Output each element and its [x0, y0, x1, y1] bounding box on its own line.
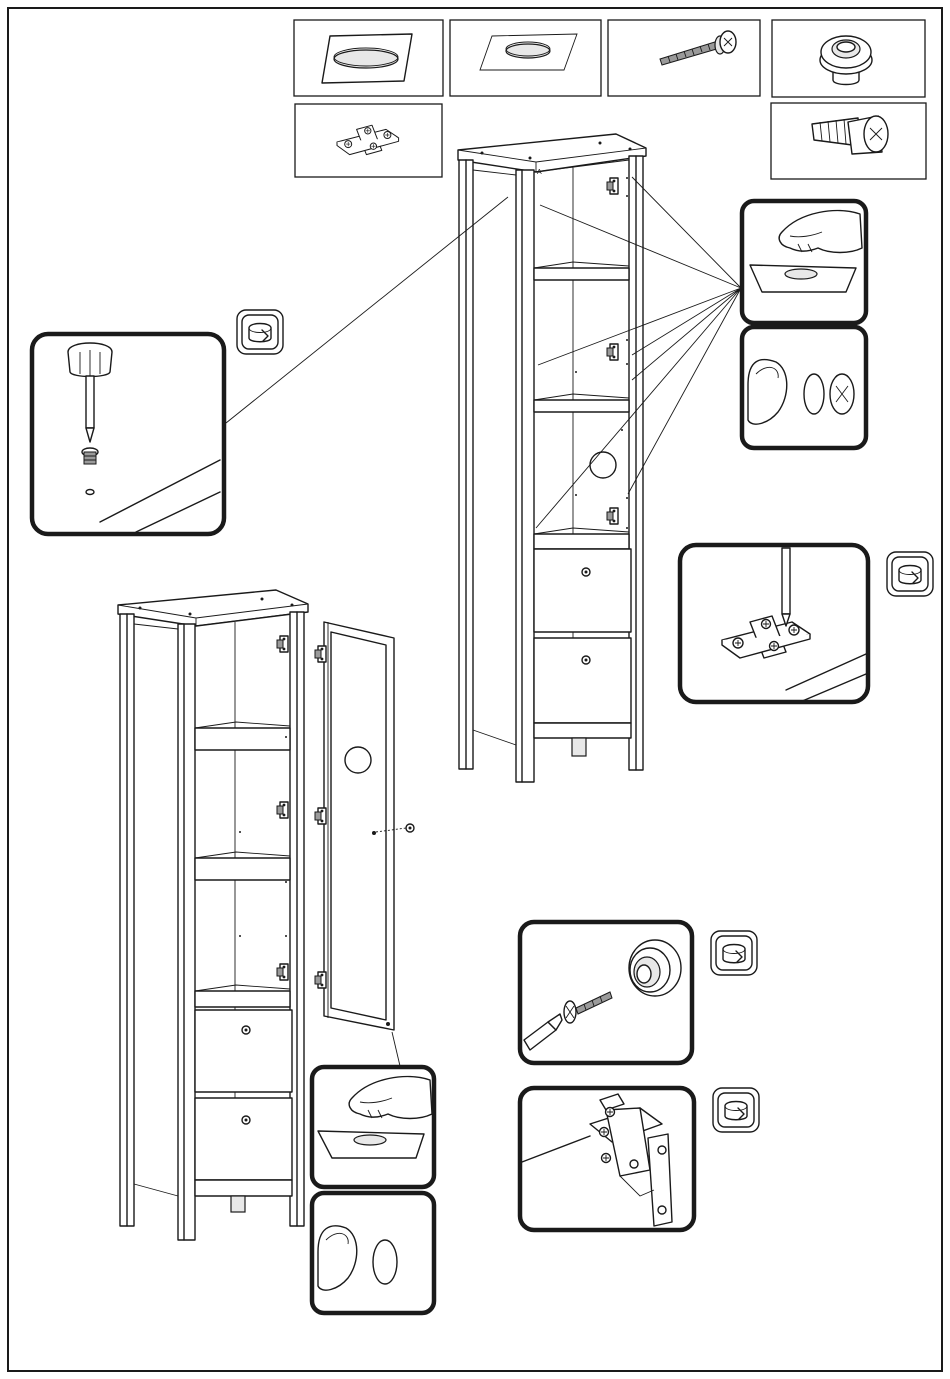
inset-knob-mounting [520, 922, 692, 1063]
manual-tool-icon [887, 552, 933, 596]
inset-door-cover-cap-peel [312, 1067, 434, 1187]
panel-marker: A [537, 169, 542, 176]
cabinet-door [315, 622, 414, 1030]
part-cover-cap-large [294, 20, 443, 96]
inset-door-cover-cap-apply [312, 1193, 434, 1313]
knob-icon [629, 940, 681, 996]
inset-hinge-adjust [520, 1088, 694, 1230]
inset-cover-cap-apply [742, 327, 866, 448]
screwdriver-icon [782, 548, 790, 626]
part-knob-screw [608, 20, 760, 96]
part-knob [772, 20, 925, 97]
manual-tool-icon [711, 931, 757, 975]
manual-tool-icon [713, 1088, 759, 1132]
part-euro-screw [771, 103, 926, 179]
inset-cover-cap-peel [742, 201, 866, 323]
manual-tool-icon [237, 310, 283, 354]
inset-hinge-plate [680, 545, 868, 702]
part-hinge-mounting-plate [295, 104, 442, 177]
inset-euro-screw [32, 334, 224, 534]
part-cover-cap-small [450, 20, 601, 96]
cover-cap-icon [322, 34, 412, 83]
